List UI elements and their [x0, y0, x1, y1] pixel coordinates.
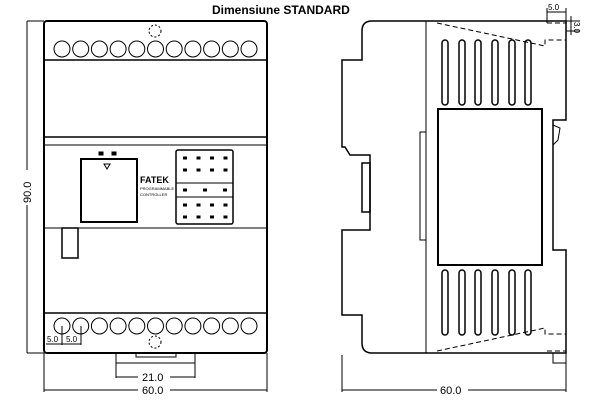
terminal-screw — [90, 40, 108, 58]
terminal-screw — [165, 317, 183, 335]
bottom-screw-hole — [148, 335, 162, 349]
led — [203, 188, 207, 192]
terminal-screw — [184, 40, 202, 58]
vent-slots — [441, 39, 532, 336]
pitch-label-2: 5.0 — [66, 335, 78, 344]
led — [183, 156, 187, 160]
vent-slot — [491, 39, 499, 106]
side-label-area — [437, 108, 543, 266]
brand-line1: PROGRAMMABLE — [140, 186, 175, 191]
led — [183, 168, 187, 172]
terminal-screw — [240, 40, 258, 58]
vent-slot — [458, 269, 466, 336]
top-screw-hole — [148, 24, 162, 38]
brand-name: FATEK — [140, 175, 169, 185]
vent-slot — [524, 269, 532, 336]
front-width-label: 60.0 — [142, 385, 163, 397]
vent-slot — [508, 269, 516, 336]
bottom-terminal-row — [53, 317, 258, 335]
terminal-screw — [128, 40, 146, 58]
terminal-screw — [203, 317, 221, 335]
terminal-screw — [90, 317, 108, 335]
port-cover — [61, 227, 79, 259]
height-dim-label: 90.0 — [22, 182, 34, 203]
terminal-screw — [165, 40, 183, 58]
led — [223, 168, 228, 172]
front-dimensions: 90.0 21.0 60.0 5.0 5.0 — [22, 20, 268, 397]
led — [223, 188, 227, 192]
terminal-screw — [240, 317, 258, 335]
terminal-screw — [147, 317, 164, 335]
led — [210, 203, 214, 207]
terminal-screw — [72, 40, 90, 58]
led — [210, 215, 214, 219]
terminal-screw — [109, 317, 127, 335]
side-top-width-label: 5.0 — [548, 3, 560, 12]
terminal-screw — [147, 40, 164, 58]
din-clip-tab — [115, 352, 196, 364]
led — [183, 188, 187, 192]
led — [223, 156, 228, 160]
vent-slot — [474, 269, 482, 336]
pitch-label-1: 5.0 — [47, 335, 59, 344]
top-terminal-row — [53, 40, 258, 58]
side-dimensions: 5.0 3.0 60.0 — [341, 3, 581, 397]
led — [223, 215, 228, 219]
side-top-height-label: 3.0 — [572, 22, 581, 34]
led-indicators — [183, 156, 228, 219]
led — [210, 156, 214, 160]
vent-slot — [441, 39, 449, 106]
terminal-screw — [221, 40, 239, 58]
led — [210, 168, 214, 172]
vent-slot — [474, 39, 482, 106]
drawing-title: Dimensiune STANDARD — [212, 3, 350, 17]
terminal-screw — [203, 40, 221, 58]
terminal-screw — [221, 317, 239, 335]
rail-width-label: 21.0 — [142, 372, 163, 384]
terminal-screw — [184, 317, 202, 335]
vent-slot — [458, 39, 466, 106]
vent-slot — [491, 269, 499, 336]
led-panel — [175, 149, 234, 225]
led — [196, 215, 201, 219]
side-depth-label: 60.0 — [440, 385, 461, 397]
display-window — [80, 158, 138, 223]
led — [196, 168, 201, 172]
led — [196, 156, 201, 160]
led — [196, 203, 201, 207]
terminal-screw — [53, 40, 71, 58]
led — [223, 203, 228, 207]
vent-slot — [441, 269, 449, 336]
vent-slot — [524, 39, 532, 106]
front-view: FATEK PROGRAMMABLE CONTROLLER — [43, 20, 268, 364]
triangle-indicator — [103, 163, 111, 170]
led — [183, 203, 187, 207]
brand-line2: CONTROLLER — [140, 192, 167, 197]
side-view — [341, 20, 567, 364]
terminal-screw — [128, 317, 146, 335]
vent-slot — [508, 39, 516, 106]
terminal-screw — [109, 40, 127, 58]
led — [183, 215, 187, 219]
